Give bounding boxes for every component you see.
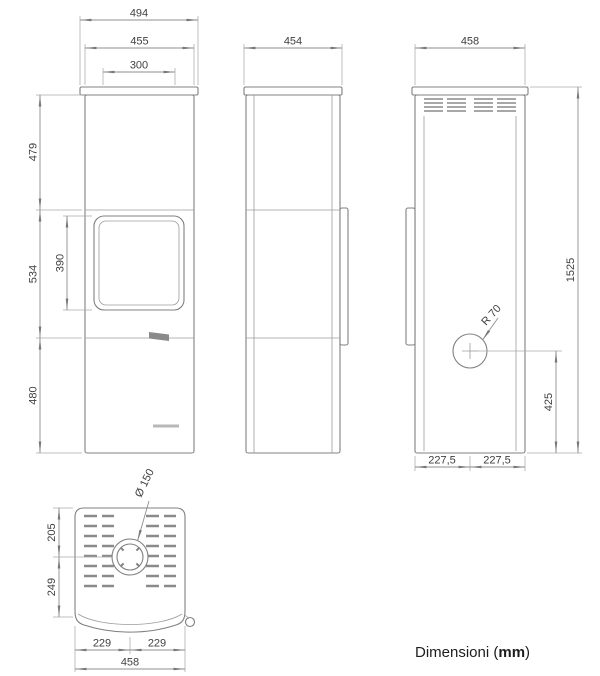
top-half-right-label: 229: [148, 638, 166, 650]
back-extension-lines-top: [414, 44, 526, 85]
back-view: 458 1525 425 R 70 227,5 227,5: [405, 36, 582, 471]
front-extension-lines-left: [36, 94, 92, 454]
side-dimensions: 454: [243, 36, 343, 85]
top-width-label: 458: [121, 657, 139, 669]
front-glass-height-label: 390: [55, 254, 67, 272]
side-body: [245, 94, 341, 454]
top-front-curve-seam: [77, 613, 183, 625]
front-view: 494 455 300 479 534 390 480: [28, 8, 199, 454]
back-door-frame-edge: [405, 207, 416, 346]
caption-suffix: ): [525, 644, 530, 661]
back-extension-lines-bottom: [414, 456, 526, 471]
back-width-label: 458: [461, 36, 479, 48]
back-total-height-label: 1525: [565, 258, 577, 282]
front-body: [84, 94, 195, 454]
top-half-left-label: 229: [93, 638, 111, 650]
top-dimensions: 205 249 Ø 150 229 229 458: [46, 467, 186, 672]
back-outline: [405, 86, 529, 454]
flue-radius-leader: [482, 317, 499, 341]
side-top-plate: [243, 86, 343, 96]
back-flue-height-label: 425: [543, 393, 555, 411]
front-top-plate: [79, 86, 199, 96]
front-middle-height-label: 534: [28, 265, 40, 283]
front-body-width-label: 455: [130, 36, 148, 48]
front-outline: [79, 86, 199, 454]
side-view: 454: [243, 36, 349, 454]
top-vent-slots: [84, 514, 176, 588]
top-flue-to-front-label: 249: [46, 578, 58, 596]
side-outline: [243, 86, 349, 454]
top-door-handle: [184, 616, 196, 628]
caption-prefix: Dimensioni (: [415, 644, 498, 661]
side-door-frame: [339, 207, 349, 346]
side-extension-lines: [243, 44, 343, 85]
front-glass-inner-frame: [98, 220, 180, 306]
flue-diameter-leader: [137, 500, 150, 542]
back-body: [414, 94, 526, 454]
front-dimensions: 494 455 300 479 534 390 480: [28, 8, 199, 454]
back-half-right-label: 227,5: [483, 455, 511, 467]
back-vent-grille: [424, 98, 516, 112]
front-glass-window: [93, 215, 185, 311]
side-depth-label: 454: [284, 36, 302, 48]
front-extension-lines-top: [79, 16, 199, 85]
front-lower-height-label: 480: [28, 386, 40, 404]
top-door-handle-link: [183, 614, 189, 620]
flue-lug-marks: [120, 547, 140, 567]
front-top-vent-width-label: 300: [130, 60, 148, 72]
front-overall-width-label: 494: [130, 8, 148, 20]
front-upper-height-label: 479: [28, 143, 40, 161]
back-top-plate: [411, 86, 529, 96]
top-back-to-flue-label: 205: [46, 523, 58, 541]
caption-unit: mm: [498, 644, 525, 661]
top-extension-lines-left: [53, 507, 113, 618]
back-extension-lines-right: [470, 86, 582, 454]
top-view: 205 249 Ø 150 229 229 458: [46, 467, 196, 672]
top-outline: [74, 507, 196, 633]
back-half-left-label: 227,5: [428, 455, 456, 467]
door-handle: [149, 332, 169, 341]
caption: Dimensioni (mm): [415, 644, 530, 661]
back-dimensions: 458 1525 425 R 70 227,5 227,5: [414, 36, 582, 471]
